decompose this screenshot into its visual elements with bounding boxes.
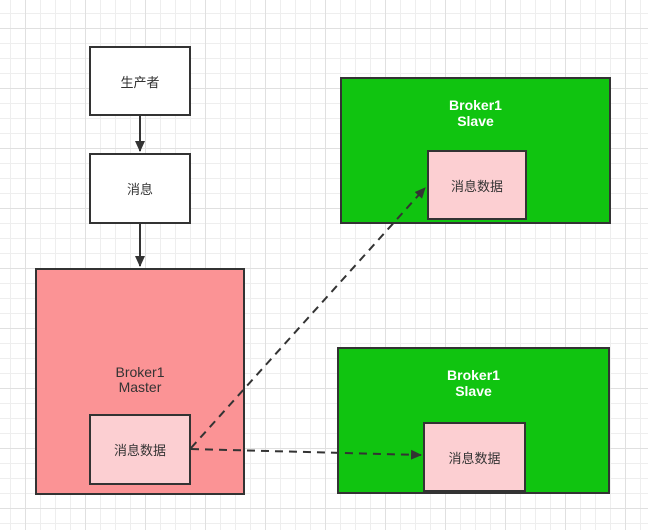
message-node[interactable]: 消息: [89, 153, 191, 224]
master-title-line1: Broker1: [115, 364, 165, 380]
master-message-data-label: 消息数据: [113, 443, 166, 458]
slave1-message-data-label: 消息数据: [450, 178, 503, 194]
slave2-title: Broker1 Slave: [339, 367, 608, 399]
slave2-title-line2: Slave: [455, 383, 492, 399]
slave2-title-line1: Broker1: [447, 367, 500, 383]
slave1-message-data-box[interactable]: 消息数据: [427, 150, 527, 220]
broker1-slave2-node[interactable]: Broker1 Slave 消息数据: [337, 347, 610, 494]
producer-node[interactable]: 生产者: [89, 46, 191, 116]
master-title: Broker1 Master: [37, 365, 243, 395]
producer-label: 生产者: [120, 74, 160, 90]
slave2-message-data-box[interactable]: 消息数据: [423, 422, 526, 492]
broker1-slave1-node[interactable]: Broker1 Slave 消息数据: [340, 77, 611, 224]
master-title-line2: Master: [118, 379, 162, 395]
master-message-data-box[interactable]: 消息数据: [89, 414, 191, 485]
broker1-master-node[interactable]: Broker1 Master 消息数据: [35, 268, 245, 495]
slave1-title-line1: Broker1: [449, 97, 502, 113]
slave1-title: Broker1 Slave: [342, 97, 609, 129]
slave2-message-data-label: 消息数据: [448, 450, 501, 466]
message-label: 消息: [126, 182, 153, 197]
slave1-title-line2: Slave: [457, 113, 494, 129]
